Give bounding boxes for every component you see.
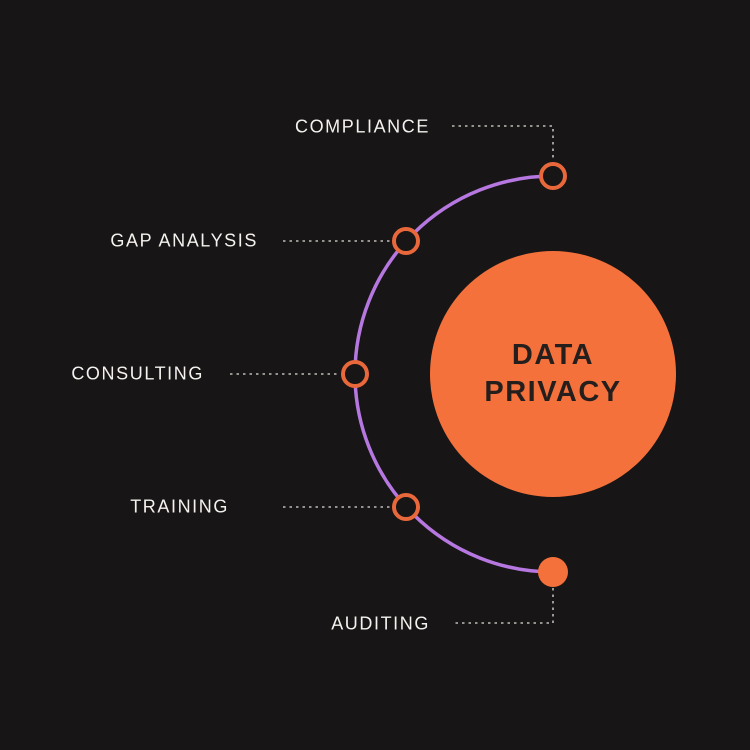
connector-compliance: [452, 125, 554, 161]
hub-title-line1: DATA: [511, 339, 595, 371]
label-auditing: AUDITING: [331, 613, 430, 634]
label-compliance: COMPLIANCE: [294, 116, 430, 137]
label-gap-analysis: GAP ANALYSIS: [110, 230, 258, 251]
auditing-node-icon: [538, 557, 568, 587]
label-consulting: CONSULTING: [71, 363, 204, 384]
connector-auditing: [455, 588, 554, 624]
training-node-icon: [392, 493, 420, 521]
gap-analysis-node-icon: [392, 227, 420, 255]
label-training: TRAINING: [130, 496, 229, 517]
hub-circle: DATA PRIVACY: [430, 251, 676, 497]
consulting-node-icon: [341, 360, 369, 388]
hub-title-line2: PRIVACY: [484, 376, 622, 408]
compliance-node-icon: [539, 162, 567, 190]
